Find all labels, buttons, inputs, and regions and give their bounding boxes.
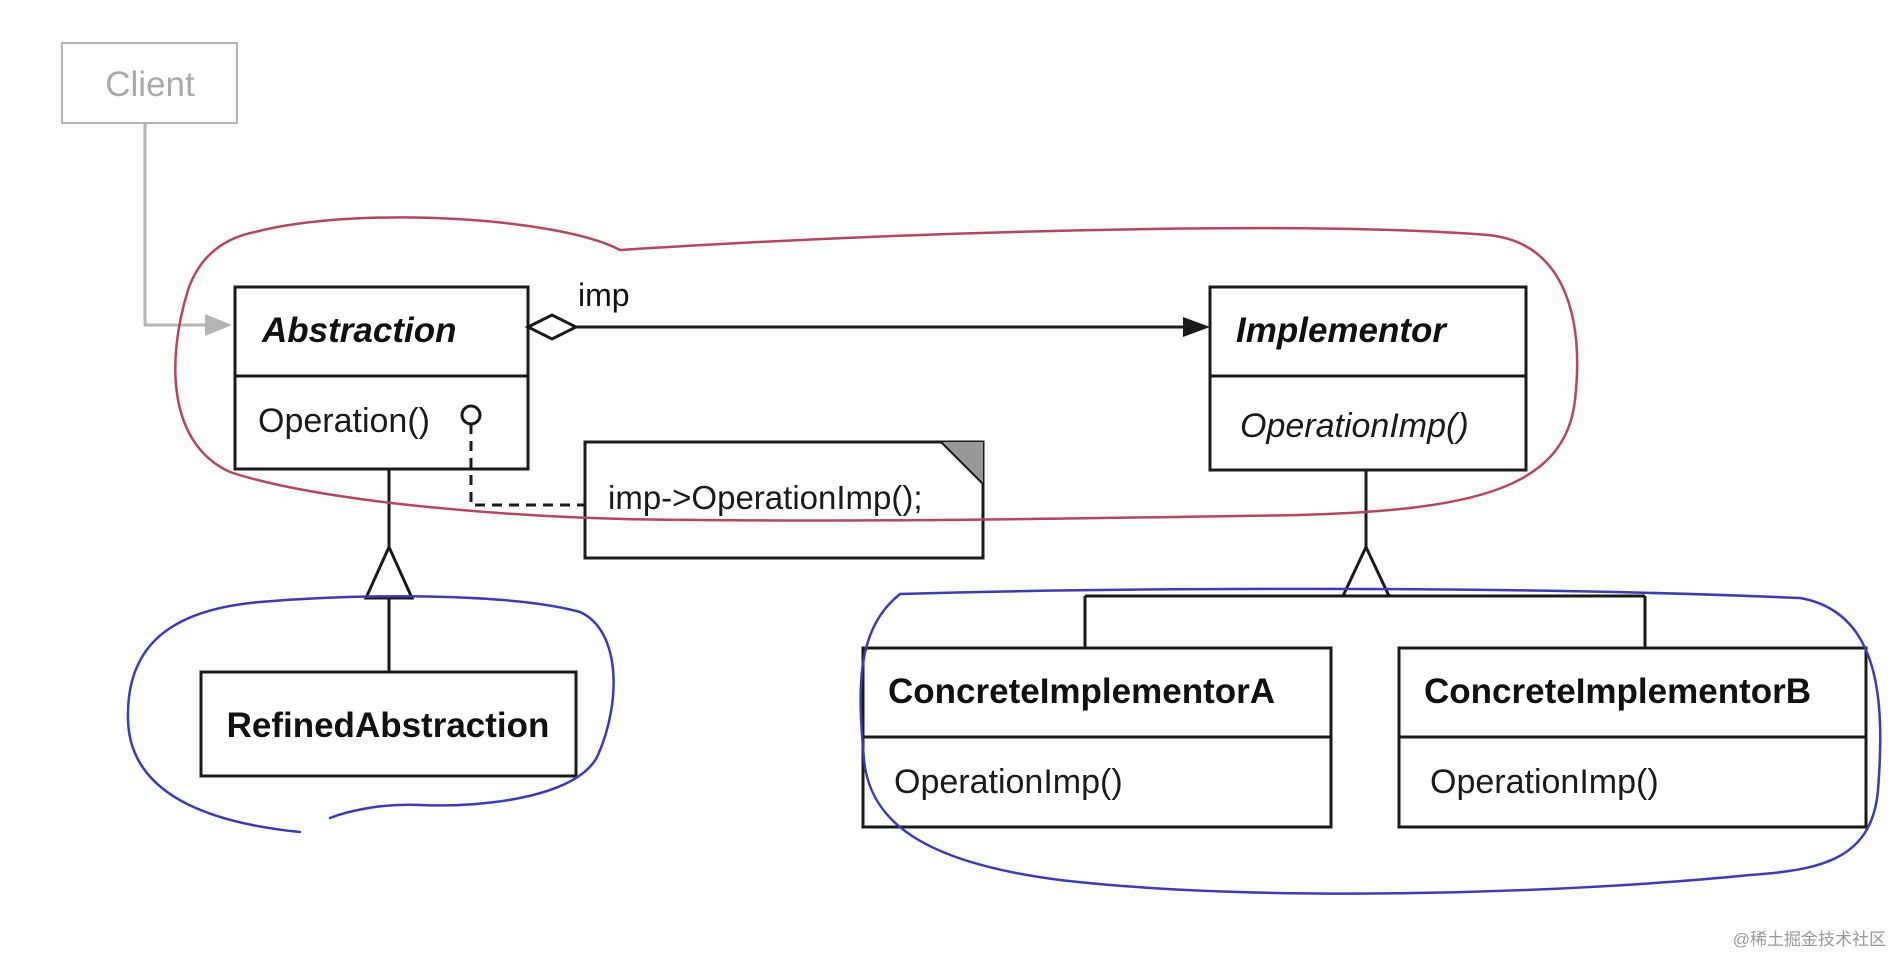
implementor-name: Implementor — [1236, 311, 1448, 350]
note-connector — [469, 424, 585, 507]
highlight-abstraction-group — [174, 216, 1579, 522]
concrete-implementor-a-operation: OperationImp() — [894, 763, 1123, 801]
abstraction-class: Abstraction Operation() — [233, 285, 530, 471]
concrete-implementor-a-class: ConcreteImplementorA OperationImp() — [861, 646, 1333, 829]
implementor-operation: OperationImp() — [1240, 407, 1469, 445]
concrete-implementor-b-name: ConcreteImplementorB — [1424, 672, 1811, 711]
imp-label: imp — [578, 277, 630, 313]
arrowhead-icon — [1183, 317, 1210, 337]
code-note: imp->OperationImp(); — [583, 440, 985, 560]
note-text: imp->OperationImp(); — [608, 479, 923, 516]
refined-abstraction-class: RefinedAbstraction — [199, 670, 578, 778]
aggregation-diamond-icon — [524, 313, 580, 341]
watermark: @稀土掘金技术社区 — [1732, 930, 1886, 949]
client-label: Client — [105, 65, 195, 104]
imp-association: imp — [524, 277, 1210, 341]
concrete-implementor-b-class: ConcreteImplementorB OperationImp() — [1397, 646, 1868, 829]
implementor-inheritance — [1083, 470, 1647, 648]
client-dependency-arrow — [143, 123, 232, 336]
note-anchor-icon — [460, 404, 482, 426]
abstraction-inheritance — [363, 469, 415, 672]
highlight-refined-group — [126, 595, 615, 834]
abstraction-name: Abstraction — [261, 311, 456, 350]
concrete-implementor-b-operation: OperationImp() — [1430, 763, 1659, 801]
implementor-class: Implementor OperationImp() — [1208, 285, 1528, 472]
abstraction-operation: Operation() — [258, 402, 430, 440]
client-class: Client — [61, 42, 238, 124]
concrete-implementor-a-name: ConcreteImplementorA — [888, 672, 1275, 711]
highlight-concrete-group — [859, 587, 1882, 895]
refined-abstraction-name: RefinedAbstraction — [227, 706, 550, 745]
